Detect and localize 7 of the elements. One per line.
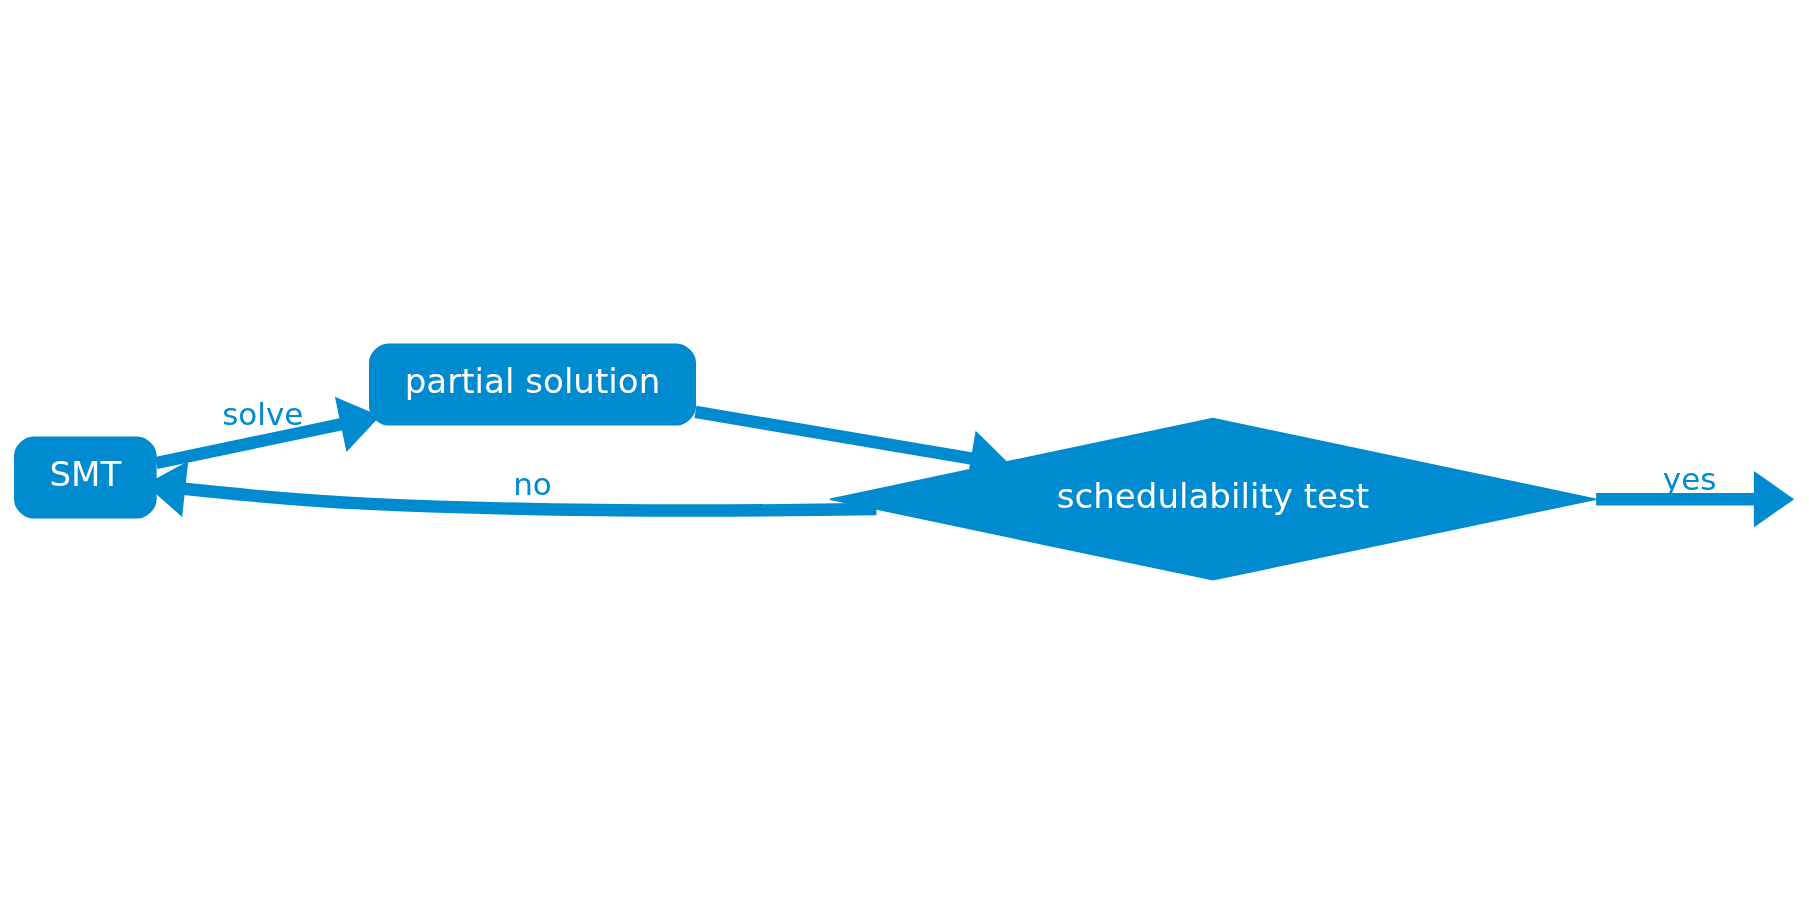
edge-label: no [513,465,552,502]
node-box: partial solution [368,342,697,426]
edge-label: solve [222,395,304,432]
arrow [1596,470,1795,527]
edge-label: yes [1662,460,1717,497]
node-diamond: schedulability test [829,417,1597,581]
node-box: SMT [14,435,157,519]
